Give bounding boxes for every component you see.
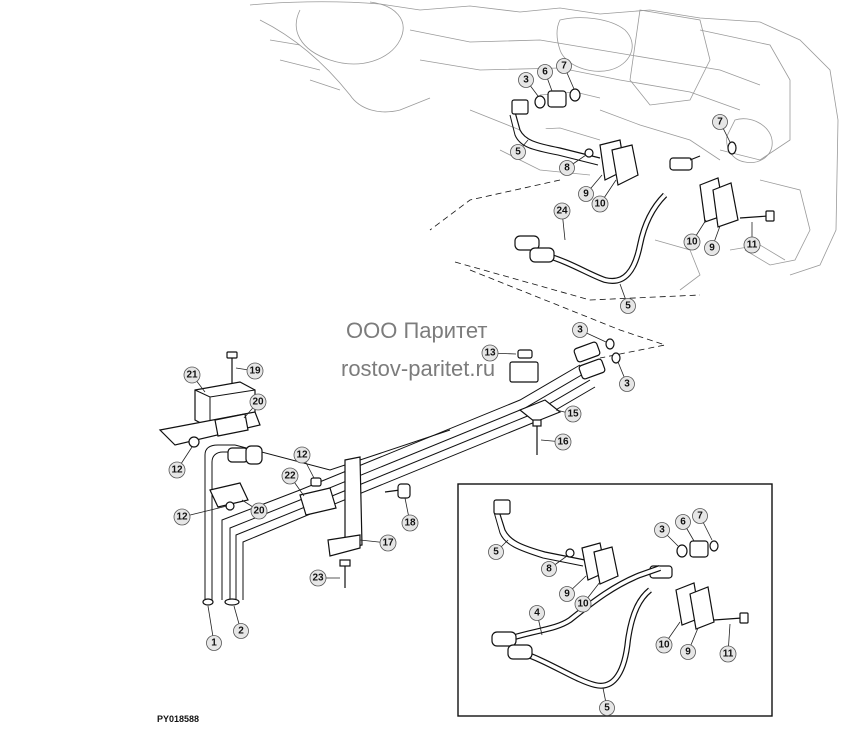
callout-label: 6 [542, 67, 548, 78]
callout-20: 20 [241, 499, 268, 520]
callout-7: 7 [712, 114, 731, 143]
inset-hose-assembly [491, 499, 749, 689]
callout-13: 13 [481, 344, 517, 362]
callout-8: 8 [541, 555, 568, 577]
callout-7: 7 [556, 58, 575, 90]
callout-label: 9 [583, 189, 589, 200]
callout-12: 12 [173, 505, 228, 526]
callout-12: 12 [168, 446, 193, 479]
callout-10: 10 [574, 581, 601, 613]
callout-label: 2 [238, 626, 244, 637]
machine-housing-outline [249, 1, 839, 291]
callout-label: 22 [284, 471, 296, 482]
callout-label: 8 [546, 564, 552, 575]
callout-label: 21 [186, 370, 198, 381]
main-tube-assembly [158, 338, 621, 606]
callout-10: 10 [683, 219, 707, 251]
callout-8: 8 [559, 154, 587, 176]
callout-label: 10 [577, 599, 589, 610]
callout-label: 9 [709, 243, 715, 254]
callout-label: 7 [697, 511, 703, 522]
callout-3: 3 [617, 361, 635, 392]
callout-9: 9 [704, 225, 721, 256]
callout-16: 16 [540, 433, 572, 451]
callout-label: 16 [557, 437, 569, 448]
callout-4: 4 [529, 605, 545, 636]
callout-1: 1 [206, 605, 222, 651]
callout-7: 7 [692, 508, 713, 541]
callout-label: 12 [171, 465, 183, 476]
callout-label: 23 [312, 573, 324, 584]
callout-label: 10 [594, 199, 606, 210]
callout-9: 9 [578, 174, 603, 202]
callout-label: 20 [252, 397, 264, 408]
callout-9: 9 [680, 627, 699, 660]
callout-22: 22 [281, 467, 305, 497]
callout-18: 18 [401, 497, 419, 532]
callout-label: 5 [604, 703, 610, 714]
callout-19: 19 [235, 362, 264, 380]
callout-6: 6 [537, 64, 553, 92]
callout-label: 18 [404, 518, 416, 529]
callout-label: 5 [625, 301, 631, 312]
callout-24: 24 [553, 202, 571, 241]
callout-label: 1 [211, 638, 217, 649]
callout-10: 10 [591, 179, 617, 213]
callout-5: 5 [599, 687, 615, 716]
callout-3: 3 [654, 522, 679, 547]
callout-label: 11 [723, 649, 734, 660]
callout-label: 4 [534, 608, 540, 619]
callout-label: 12 [296, 450, 308, 461]
callout-label: 19 [249, 366, 261, 377]
watermark-company: ООО Паритет [346, 318, 487, 343]
inset-frame [457, 483, 773, 717]
callouts: 3 6 7 5 8 7 9 10 24 10 9 11 5 3 13 3 15 … [168, 58, 761, 716]
callout-label: 7 [717, 117, 723, 128]
callout-5: 5 [510, 139, 529, 160]
callout-5: 5 [488, 539, 509, 560]
callout-label: 8 [564, 163, 570, 174]
top-hose-assembly [509, 88, 775, 284]
callout-label: 10 [658, 640, 670, 651]
callout-label: 20 [253, 506, 265, 517]
callout-12: 12 [293, 446, 315, 479]
watermark-url: rostov-paritet.ru [341, 356, 495, 381]
callout-2: 2 [233, 605, 249, 639]
callout-label: 7 [561, 61, 567, 72]
callout-label: 15 [567, 409, 579, 420]
callout-10: 10 [655, 621, 681, 654]
callout-label: 9 [564, 589, 570, 600]
callout-20: 20 [243, 393, 267, 419]
callout-label: 24 [556, 206, 568, 217]
callout-23: 23 [309, 569, 340, 587]
callout-11: 11 [743, 222, 761, 254]
callout-label: 5 [515, 147, 521, 158]
callout-label: 13 [484, 348, 496, 359]
callout-label: 3 [577, 325, 583, 336]
callout-5: 5 [619, 283, 636, 314]
callout-label: 3 [624, 379, 630, 390]
callout-label: 3 [523, 75, 529, 86]
callout-9: 9 [559, 575, 587, 602]
callout-6: 6 [675, 514, 695, 542]
callout-15: 15 [555, 405, 582, 423]
callout-label: 12 [176, 512, 188, 523]
callout-label: 10 [686, 237, 698, 248]
callout-17: 17 [359, 534, 397, 552]
top-dashed-guides [429, 179, 701, 359]
callout-11: 11 [719, 623, 737, 663]
callout-label: 6 [680, 517, 686, 528]
callout-3: 3 [518, 72, 539, 97]
callout-3: 3 [572, 322, 607, 343]
callout-21: 21 [183, 366, 206, 393]
figure-reference: PY018588 [157, 714, 199, 724]
callout-label: 5 [493, 547, 499, 558]
callout-label: 9 [685, 647, 691, 658]
callout-label: 17 [382, 538, 394, 549]
callout-label: 3 [659, 525, 665, 536]
callout-label: 11 [747, 240, 758, 251]
